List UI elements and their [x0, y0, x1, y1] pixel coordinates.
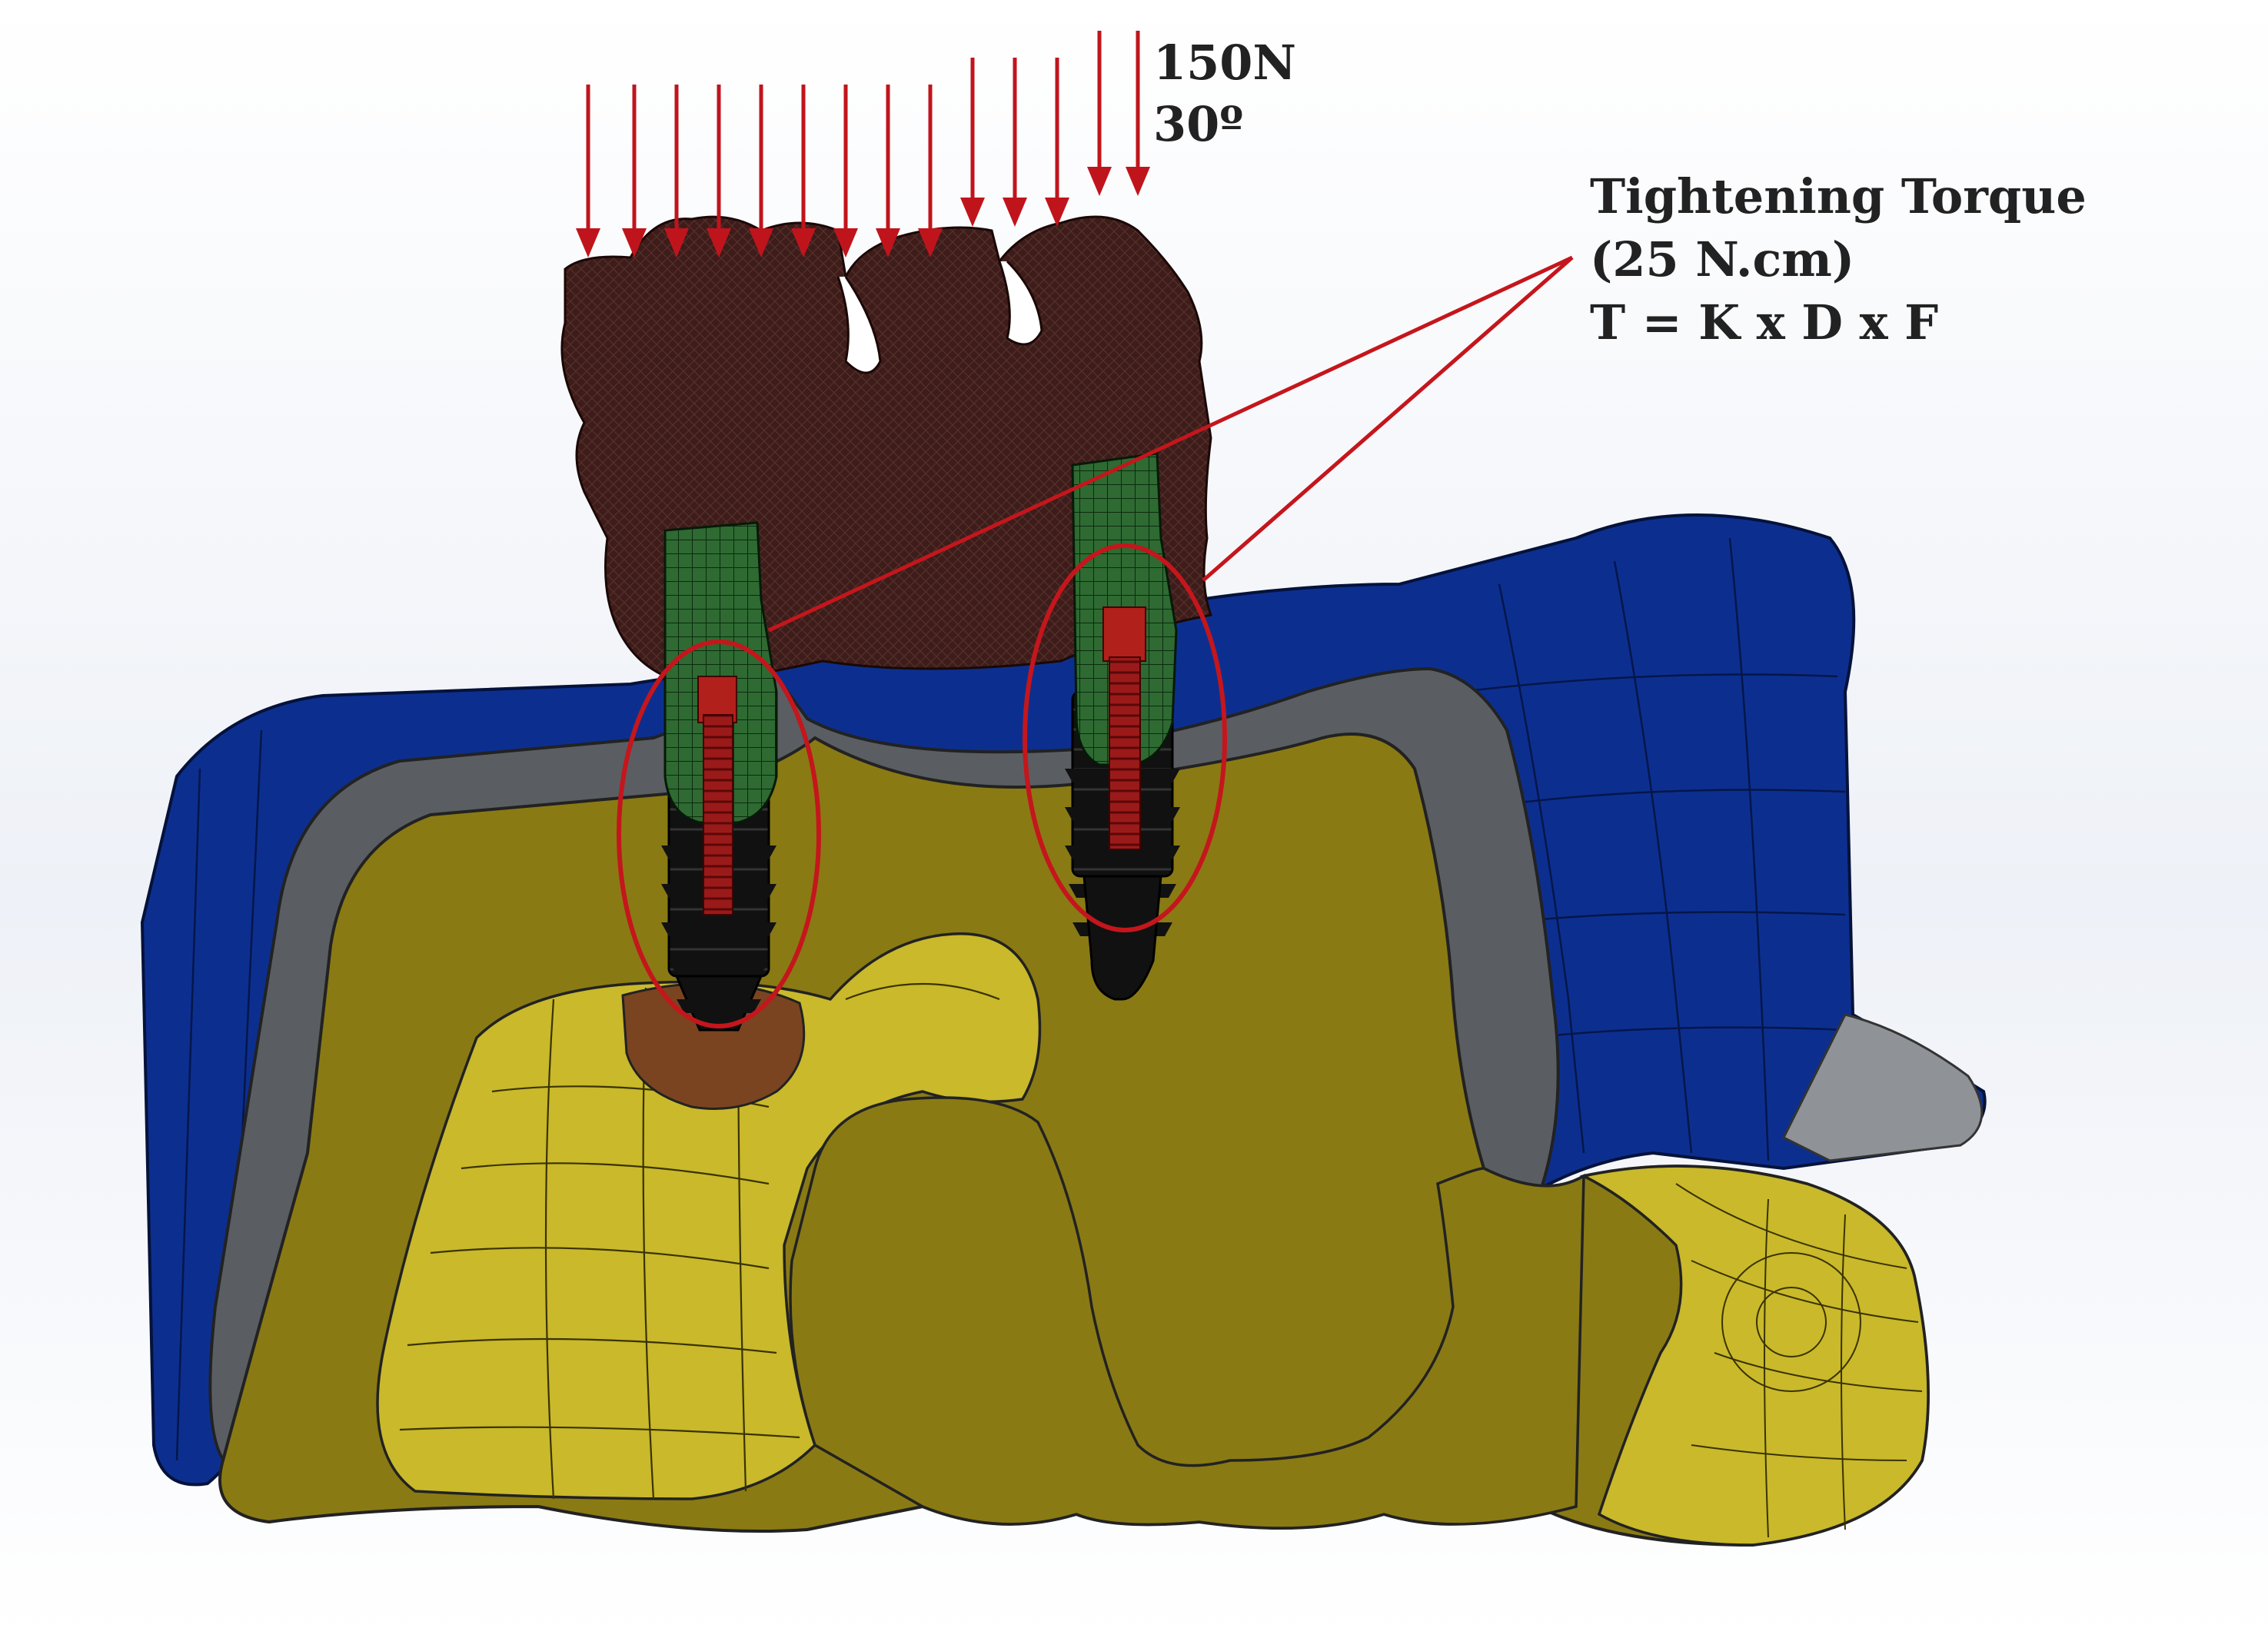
abutment-left [663, 521, 778, 824]
torque-formula: T = K x D x F [1590, 294, 1939, 351]
torque-highlight-ring-right [1023, 543, 1227, 932]
load-arrow-head [833, 228, 858, 257]
bone-inner-region [789, 1096, 1585, 1530]
torque-leader-line-left [767, 255, 1574, 633]
load-arrow-head [749, 228, 773, 257]
torque-value: (25 N.cm) [1590, 231, 1855, 287]
bone-lobe-right-mesh [1675, 1183, 1923, 1538]
cortical-bone-tip [1781, 1013, 1984, 1162]
load-label: 150N 30º [1153, 32, 1296, 155]
load-arrow-head [1087, 167, 1112, 196]
load-arrow-head [918, 228, 943, 257]
torque-label: Tightening Torque (25 N.cm) T = K x D x … [1590, 165, 2087, 354]
crown-interproximal-right [998, 260, 1043, 346]
screw-left [697, 676, 737, 915]
load-angle: 30º [1153, 96, 1244, 152]
load-arrow-head [576, 228, 600, 257]
torque-title: Tightening Torque [1590, 168, 2087, 224]
load-arrow-head [664, 228, 689, 257]
load-arrow-head [1126, 167, 1150, 196]
torque-highlight-ring-left [617, 640, 821, 1028]
crown-interproximal-left [836, 276, 882, 374]
load-arrow-head [1003, 198, 1027, 227]
load-arrow-head [707, 228, 731, 257]
load-arrow-head [622, 228, 647, 257]
load-arrow-head [876, 228, 900, 257]
load-arrow-head [791, 228, 816, 257]
load-arrow-head [960, 198, 985, 227]
torque-leader-line-right [1202, 256, 1574, 582]
load-force: 150N [1153, 35, 1297, 91]
screw-right [1102, 606, 1146, 850]
load-arrows [576, 31, 1150, 257]
load-arrow-head [1045, 198, 1069, 227]
